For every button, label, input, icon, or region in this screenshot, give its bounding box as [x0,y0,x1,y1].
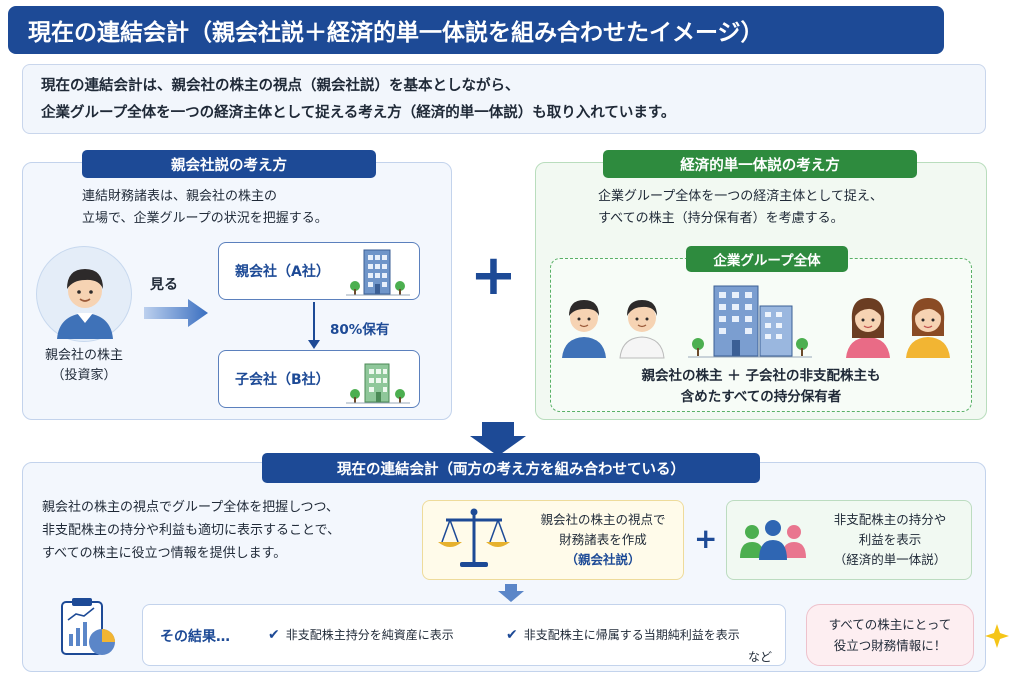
parent-theory-description: 連結財務諸表は、親会社の株主の 立場で、企業グループの状況を把握する。 [82,186,422,230]
scale-icon [434,506,514,574]
small-down-arrow-icon [498,584,524,606]
bubble-line-1: すべての株主にとって [828,617,952,632]
non-controlling-line-2: 利益を表示 [858,532,922,547]
result-item-2-text: 非支配株主に帰属する当期純利益を表示 [523,628,740,642]
subsidiary-building-icon [346,354,410,410]
ownership-label: 80%保有 [330,322,390,338]
investor-label-line-1: 親会社の株主 [44,348,123,363]
checkmark-icon: ✔ [506,626,518,643]
result-box [142,604,786,666]
result-item-2: ✔ 非支配株主に帰属する当期純利益を表示 [506,626,740,643]
bottom-plus-icon: + [694,522,718,555]
page-title: 現在の連結会計（親会社説＋経済的単一体説を組み合わせたイメージ） [8,6,944,54]
sparkle-icon [984,622,1010,656]
page-title-text: 現在の連結会計（親会社説＋経済的単一体説を組み合わせたイメージ） [28,20,764,46]
parent-theory-desc-line-2: 立場で、企業グループの状況を把握する。 [82,211,328,226]
whole-group-label: 企業グループ全体 [686,246,848,272]
result-etc: など [748,650,773,664]
combine-plus-icon: + [470,243,517,308]
intro-line-1: 現在の連結会計は、親会社の株主の視点（親会社説）を基本としながら、 [41,78,520,94]
current-accounting-heading: 現在の連結会計（両方の考え方を組み合わせている） [262,453,760,483]
investor-avatar [36,246,132,342]
bubble-line-2: 役立つ財務情報に！ [833,638,947,653]
intro-line-2: 企業グループ全体を一つの経済主体として捉える考え方（経済的単一体説）も取り入れて… [41,105,676,121]
sees-label: 見る [150,277,178,293]
parent-view-card-text: 親会社の株主の視点で 財務諸表を作成 （親会社説） [526,510,680,570]
parent-building-icon [346,246,410,302]
whole-group-label-text: 企業グループ全体 [713,253,821,269]
parent-view-line-3: （親会社説） [565,552,641,567]
conclusion-bubble: すべての株主にとって 役立つ財務情報に！ [806,604,974,666]
sees-arrow-icon [144,298,210,332]
parent-view-line-1: 親会社の株主の視点で [540,512,666,527]
subsidiary-label: 子会社（B社） [235,372,330,388]
non-controlling-line-3: （経済的単一体説） [833,552,947,567]
current-desc-line-1: 親会社の株主の視点でグループ全体を把握しつつ、 [42,500,339,515]
result-label: その結果… [160,629,230,645]
result-item-1: ✔ 非支配株主持分を純資産に表示 [268,626,454,643]
economic-unity-desc-line-1: 企業グループ全体を一つの経済主体として捉え、 [598,189,883,204]
report-clipboard-icon [54,596,120,666]
investor-label-line-2: （投資家） [51,368,117,383]
non-controlling-line-1: 非支配株主の持分や [833,512,947,527]
non-controlling-card-text: 非支配株主の持分や 利益を表示 （経済的単一体説） [818,510,962,570]
all-holders-caption-line-1: 親会社の株主 ＋ 子会社の非支配株主も [641,368,881,384]
current-accounting-heading-text: 現在の連結会計（両方の考え方を組み合わせている） [337,461,685,478]
parent-view-line-2: 財務諸表を作成 [559,532,647,547]
economic-unity-description: 企業グループ全体を一つの経済主体として捉え、 すべての株主（持分保有者）を考慮す… [598,186,978,230]
non-controlling-card [726,500,972,580]
parent-theory-heading-text: 親会社説の考え方 [171,157,287,174]
parent-theory-desc-line-1: 連結財務諸表は、親会社の株主の [82,189,278,204]
economic-unity-heading: 経済的単一体説の考え方 [603,150,917,178]
current-desc-line-3: すべての株主に役立つ情報を提供します。 [42,546,287,561]
current-accounting-description: 親会社の株主の視点でグループ全体を把握しつつ、 非支配株主の持分や利益も適切に表… [42,496,418,565]
intro-box: 現在の連結会計は、親会社の株主の視点（親会社説）を基本としながら、 企業グループ… [22,64,986,134]
economic-unity-desc-line-2: すべての株主（持分保有者）を考慮する。 [598,211,844,226]
people-group-icon [738,516,808,566]
parent-company-label: 親会社（A社） [235,264,330,280]
economic-unity-heading-text: 経済的単一体説の考え方 [680,157,840,174]
stakeholders-illustration [556,282,966,366]
current-desc-line-2: 非支配株主の持分や利益も適切に表示することで、 [42,523,341,538]
checkmark-icon: ✔ [268,626,280,643]
shareholder-man-2-icon [619,300,665,359]
investor-person-icon [57,269,113,339]
shareholder-woman-1-icon [846,298,890,358]
down-arrow-icon [470,422,526,460]
shareholder-man-1-icon [562,300,606,358]
ownership-arrow-icon [306,302,322,354]
all-holders-caption: 親会社の株主 ＋ 子会社の非支配株主も 含めたすべての持分保有者 [556,366,966,408]
parent-theory-heading: 親会社説の考え方 [82,150,376,178]
all-holders-caption-line-2: 含めたすべての持分保有者 [680,389,842,405]
investor-label: 親会社の株主 （投資家） [30,346,138,386]
result-item-1-text: 非支配株主持分を純資産に表示 [285,628,454,642]
shareholder-woman-2-icon [906,298,950,358]
group-buildings-icon [688,285,812,358]
